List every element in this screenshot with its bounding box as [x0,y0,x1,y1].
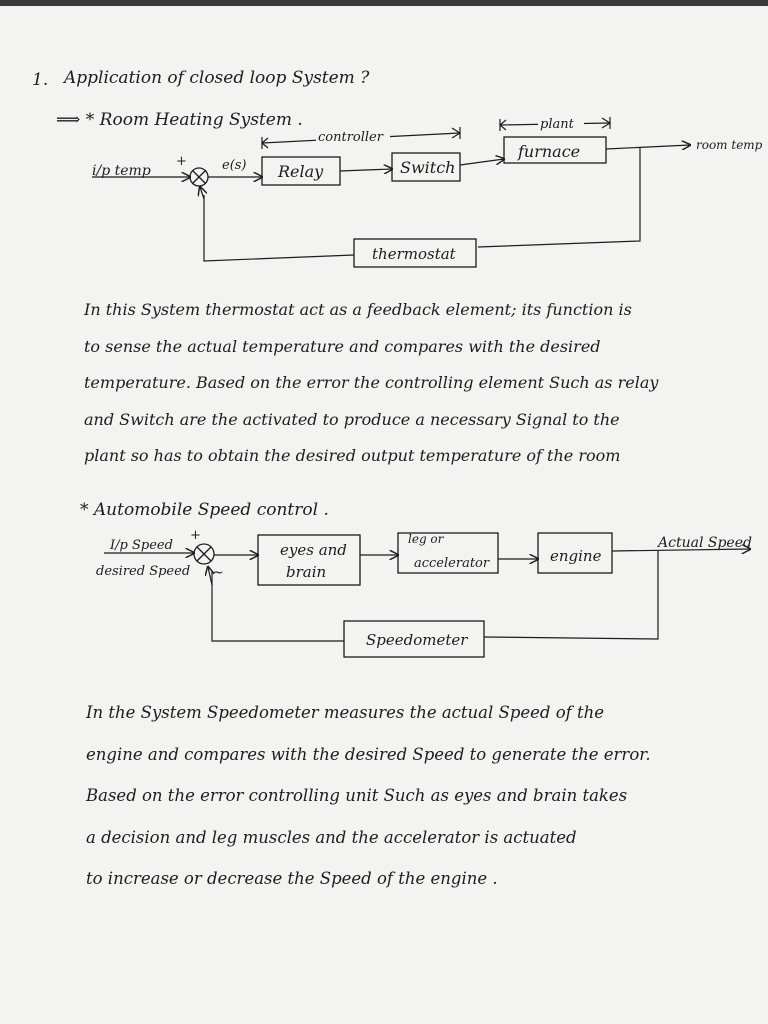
paragraph-line: plant so has to obtain the desired outpu… [84,446,621,465]
paragraph-line: In the System Speedometer measures the a… [86,703,605,722]
paragraph-line: to increase or decrease the Speed of the… [86,869,498,888]
speedometer-block [343,620,485,658]
accelerator-label-line1: leg or [408,532,445,546]
summing-junction [193,543,215,565]
input-speed-label: I/p Speed [109,538,173,553]
paragraph-line: engine and compares with the desired Spe… [86,744,651,764]
thermostat-label: thermostat [372,245,457,263]
engine-label: engine [550,547,602,565]
summing-junction [189,167,209,187]
paragraph-line: and Switch are the activated to produce … [84,409,620,429]
controller-label: controller [318,130,384,145]
plant-label: plant [540,117,575,132]
switch-block [391,152,461,182]
minus-sign: ~ [212,565,224,581]
error-label: e(s) [222,158,247,173]
desired-speed-label: desired Speed [96,564,190,579]
paragraph-line: temperature. Based on the error the cont… [84,373,659,392]
accelerator-label-line2: accelerator [414,556,490,571]
paragraph-line: Based on the error controlling unit Such… [86,786,628,805]
plus-sign: + [176,154,187,169]
eyes-brain-label-line2: brain [286,563,326,581]
furnace-label: furnace [517,142,580,161]
eyes-brain-block [257,534,361,586]
automobile-diagram: I/p Speed desired Speed + ~ eyes and bra… [96,528,752,658]
plus-sign: + [190,528,201,543]
furnace-block [503,136,607,164]
input-label: i/p temp [92,163,151,179]
paragraph-line: to sense the actual temperature and comp… [84,336,601,356]
eyes-brain-label-line1: eyes and [280,541,347,559]
switch-label: Switch [400,158,455,177]
engine-block [537,532,613,574]
page-edge-shadow [0,0,768,6]
paragraph-line: In this System thermostat act as a feedb… [84,300,632,319]
paragraph-line: a decision and leg muscles and the accel… [86,827,577,847]
room-heating-heading: ⟹ * Room Heating System . [56,110,303,130]
question-title: Application of closed loop System ? [64,68,370,88]
relay-label: Relay [277,162,324,181]
accelerator-block [397,532,499,574]
speedometer-label: Speedometer [366,631,468,649]
room-heating-diagram: controller plant i/p temp + e(s) Relay S… [92,115,763,268]
thermostat-block [353,238,477,268]
automobile-paragraph: In the System Speedometer measures the a… [86,692,746,900]
question-number: 1. [32,70,49,90]
actual-speed-label: Actual Speed [656,535,752,551]
output-label: room temp [696,138,763,152]
automobile-heading: * Automobile Speed control . [80,500,329,520]
room-heating-paragraph: In this System thermostat act as a feedb… [84,292,744,475]
